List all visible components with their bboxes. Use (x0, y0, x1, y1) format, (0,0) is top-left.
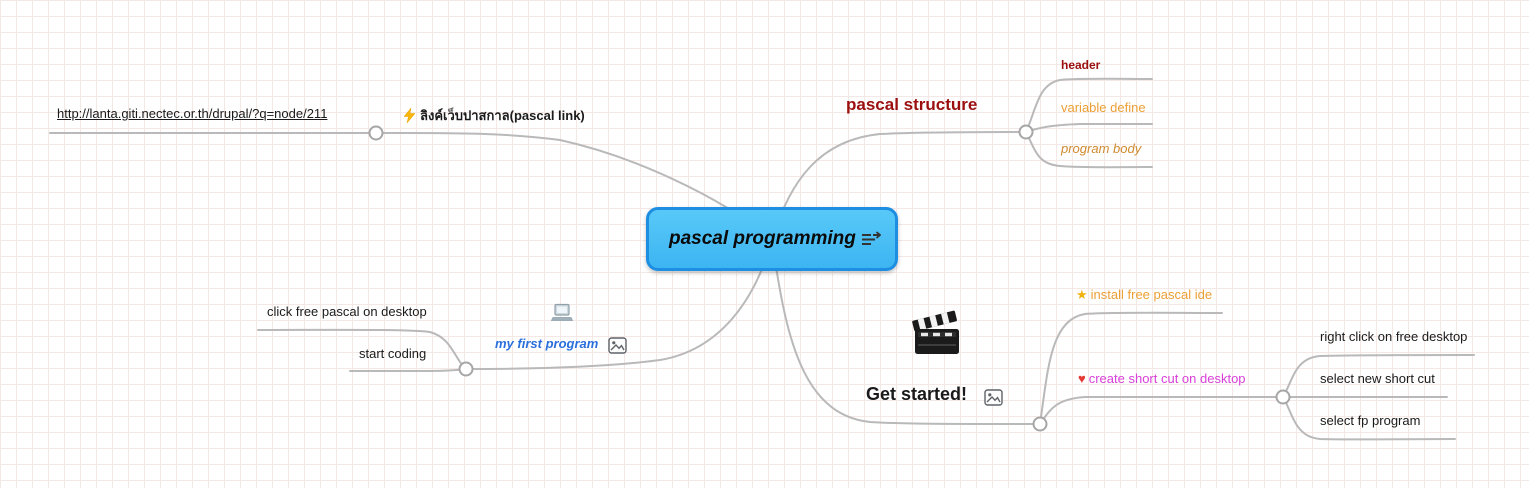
root-node[interactable]: pascal programming (646, 207, 898, 271)
node-click-free-pascal[interactable]: click free pascal on desktop (267, 304, 427, 319)
node-start-coding[interactable]: start coding (359, 346, 427, 361)
node-create-shortcut[interactable]: ♥create short cut on desktop (1078, 371, 1246, 386)
node-variable-define[interactable]: variable define (1061, 100, 1146, 115)
junction-dot[interactable] (1275, 389, 1291, 405)
junction-dot[interactable] (1018, 124, 1034, 140)
heart-icon: ♥ (1078, 371, 1086, 386)
branch-list-icon[interactable] (861, 230, 881, 248)
junction-dot[interactable] (1032, 416, 1048, 432)
install-label-text: install free pascal ide (1090, 287, 1213, 302)
laptop-icon (551, 303, 573, 321)
node-program-body[interactable]: program body (1061, 141, 1142, 156)
link-label-text: ลิงค์เว็บปาสกาล(pascal link) (420, 108, 585, 123)
node-install-free-pascal-ide[interactable]: ★install free pascal ide (1076, 287, 1212, 303)
node-right-click-desktop[interactable]: right click on free desktop (1320, 329, 1468, 344)
shortcut-label-text: create short cut on desktop (1088, 371, 1246, 386)
star-icon: ★ (1076, 287, 1088, 302)
branch-variable-define (1025, 122, 1153, 133)
node-header[interactable]: header (1061, 58, 1101, 72)
image-icon[interactable] (608, 337, 627, 354)
junction-dot[interactable] (458, 361, 474, 377)
branch-create-shortcut (1039, 396, 1284, 425)
lightning-icon (404, 108, 416, 123)
node-get-started[interactable]: Get started! (866, 384, 968, 404)
node-select-fp-program[interactable]: select fp program (1320, 413, 1421, 428)
junction-dot[interactable] (368, 125, 384, 141)
node-my-first-program[interactable]: my first program (495, 336, 599, 351)
node-pascal-structure[interactable]: pascal structure (846, 95, 978, 114)
node-pascal-link-url[interactable]: http://lanta.giti.nectec.or.th/drupal/?q… (57, 106, 328, 121)
root-label: pascal programming (669, 228, 856, 249)
node-pascal-link-label[interactable]: ลิงค์เว็บปาสกาล(pascal link) (404, 105, 585, 126)
clapperboard-icon (912, 310, 959, 354)
branch-start-coding (349, 368, 467, 372)
image-icon[interactable] (984, 389, 1003, 406)
node-select-new-shortcut[interactable]: select new short cut (1320, 371, 1435, 386)
branch-install-ide (1039, 311, 1223, 425)
